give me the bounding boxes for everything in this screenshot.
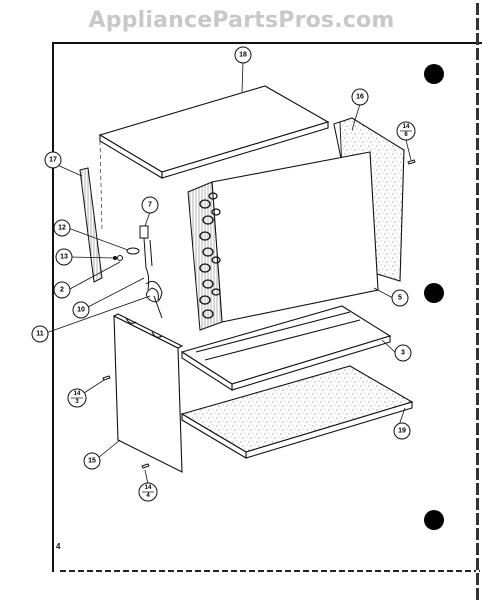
hidden-line: [99, 140, 103, 231]
callout-14-4: 14 4: [138, 482, 158, 502]
page-number: 4: [56, 542, 61, 551]
callout-12: 12: [53, 219, 71, 237]
svg-text:16: 16: [356, 94, 364, 101]
screw-icons: [102, 159, 416, 469]
callout-11: 11: [31, 325, 49, 343]
callout-14-6: 14 6: [396, 121, 416, 141]
callout-16: 16: [351, 88, 369, 106]
svg-text:7: 7: [148, 202, 152, 209]
front-side-panel: [112, 313, 184, 473]
diagram-frame: [52, 42, 482, 572]
watermark: AppliancePartsPros.com: [88, 8, 395, 33]
callout-15: 15: [83, 452, 101, 470]
svg-text:17: 17: [49, 157, 57, 164]
svg-text:3: 3: [75, 399, 79, 405]
svg-text:14: 14: [74, 391, 81, 397]
punch-hole-top: [424, 64, 444, 84]
svg-text:14: 14: [403, 124, 410, 130]
svg-text:4: 4: [146, 493, 150, 499]
callout-17: 17: [44, 151, 62, 169]
base-filter-tray: [180, 365, 414, 459]
callout-13: 13: [55, 248, 73, 266]
side-strip: [79, 167, 103, 283]
callout-14-3: 14 3: [67, 388, 87, 408]
svg-text:3: 3: [401, 350, 405, 357]
callout-18: 18: [234, 46, 252, 64]
callout-3: 3: [394, 344, 412, 362]
svg-text:14: 14: [145, 485, 152, 491]
callout-5: 5: [391, 289, 409, 307]
drain-pan: [180, 305, 392, 392]
drain-tube: [139, 225, 163, 319]
leader-lines: [45, 61, 412, 485]
punch-hole-bottom: [424, 510, 444, 530]
svg-text:10: 10: [77, 307, 85, 314]
svg-text:6: 6: [404, 132, 408, 138]
callout-10: 10: [72, 301, 90, 319]
svg-text:12: 12: [58, 225, 66, 232]
svg-text:11: 11: [36, 331, 44, 338]
svg-text:2: 2: [60, 287, 64, 294]
top-cover: [98, 85, 330, 179]
svg-text:5: 5: [398, 295, 402, 302]
svg-text:19: 19: [398, 428, 406, 435]
svg-text:15: 15: [88, 458, 96, 465]
callout-2: 2: [53, 281, 71, 299]
svg-text:13: 13: [60, 254, 68, 261]
punch-hole-middle: [424, 283, 444, 303]
frame-right-edge: [476, 0, 479, 600]
callout-7: 7: [141, 196, 159, 214]
svg-text:18: 18: [239, 52, 247, 59]
coil-tube-bends: [199, 192, 221, 319]
frame-bottom-edge: [60, 570, 480, 572]
drain-fitting: [113, 247, 140, 261]
callout-19: 19: [393, 422, 411, 440]
coil-assembly: [187, 151, 379, 331]
